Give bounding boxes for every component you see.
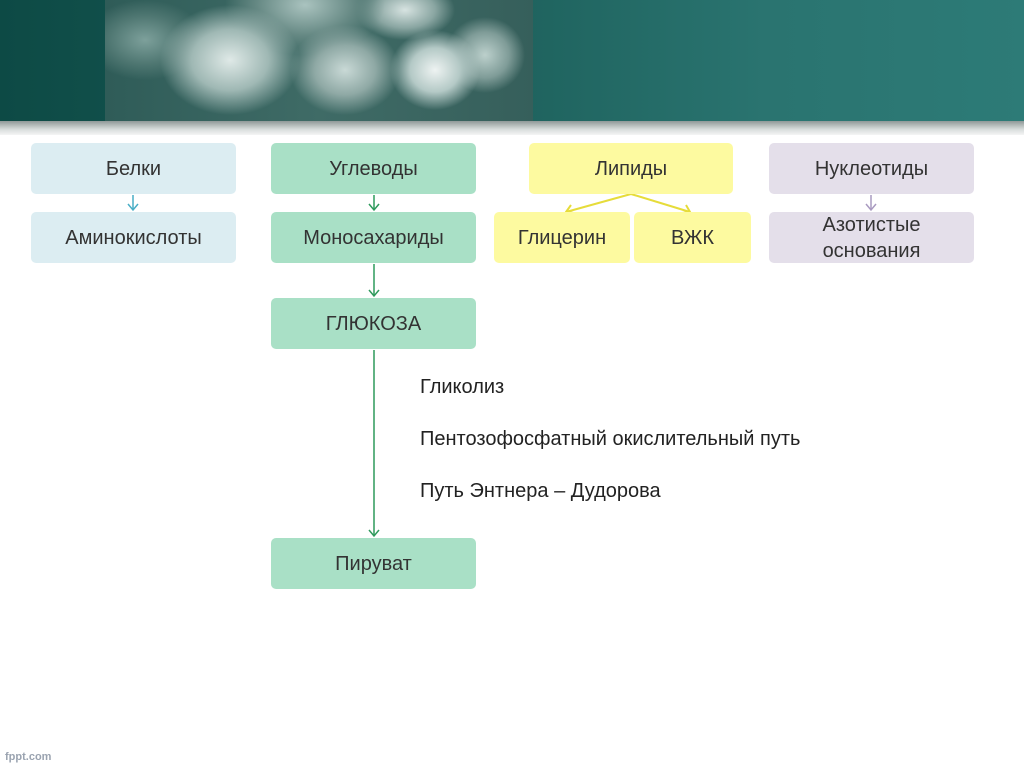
box-nucleotides: Нуклеотиды	[769, 143, 974, 194]
arrow-carbs-to-mono	[368, 195, 380, 212]
box-glycerol: Глицерин	[494, 212, 630, 263]
bacteria-photo	[105, 0, 533, 122]
arrow-lipids-split	[564, 193, 692, 214]
pathway-pentose-phosphate: Пентозофосфатный окислительный путь	[420, 428, 801, 450]
box-lipids: Липиды	[529, 143, 733, 194]
arrow-mono-to-glucose	[368, 264, 380, 298]
box-glucose: ГЛЮКОЗА	[271, 298, 476, 349]
box-amino-acids: Аминокислоты	[31, 212, 236, 263]
box-fatty-acids: ВЖК	[634, 212, 751, 263]
header-divider	[0, 121, 1024, 135]
footer-watermark: fppt.com	[5, 751, 52, 763]
header-banner	[0, 0, 1024, 124]
box-nitrogen-bases: Азотистые основания	[769, 212, 974, 263]
arrow-proteins-to-amino	[127, 195, 139, 212]
box-carbohydrates: Углеводы	[271, 143, 476, 194]
arrow-glucose-to-pyruvate	[368, 350, 380, 538]
arrow-nucleotides-to-bases	[865, 195, 877, 212]
box-monosaccharides: Моносахариды	[271, 212, 476, 263]
box-proteins: Белки	[31, 143, 236, 194]
pathway-entner-doudoroff: Путь Энтнера – Дудорова	[420, 480, 661, 502]
pathway-glycolysis: Гликолиз	[420, 376, 505, 398]
box-pyruvate: Пируват	[271, 538, 476, 589]
